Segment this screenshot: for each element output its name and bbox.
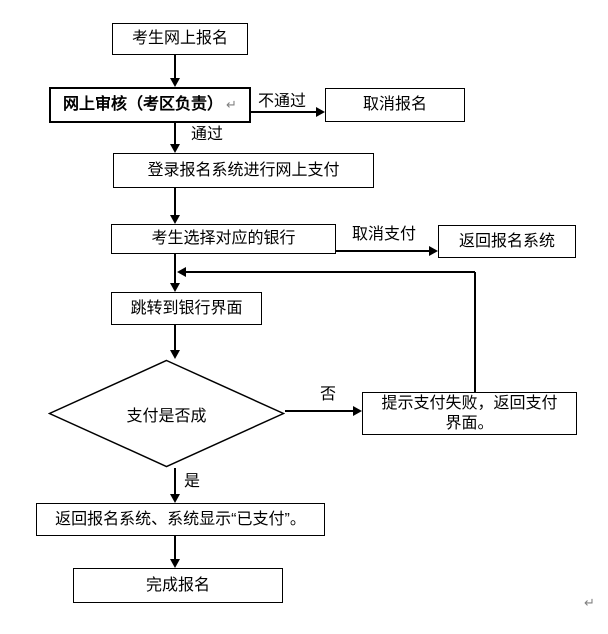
- edge-review-cancel-line: [251, 111, 316, 113]
- arrowhead-register-review: [169, 78, 180, 87]
- node-done-label: 完成报名: [145, 576, 210, 594]
- node-bank-page: 跳转到银行界面: [111, 292, 262, 325]
- node-login-pay-label: 登录报名系统进行网上支付: [147, 161, 340, 179]
- node-decision: 支付是否成: [47, 359, 286, 468]
- arrowhead-decision-paid: [169, 494, 180, 503]
- edge-choosebank-returnsystem-line: [336, 250, 429, 252]
- edge-label-no: 否: [320, 386, 337, 403]
- arrowhead-review-login: [169, 144, 180, 153]
- decision-diamond-shape: [47, 359, 286, 468]
- node-paid: 返回报名系统、系统显示“已支付”。: [36, 503, 325, 536]
- node-done: 完成报名: [73, 568, 283, 603]
- paragraph-return-mark-icon: ↵: [584, 595, 595, 610]
- arrowhead-review-cancel: [316, 107, 325, 117]
- edge-label-yes: 是: [184, 473, 201, 490]
- edge-paid-done-line: [174, 536, 176, 559]
- node-register: 考生网上报名: [112, 23, 248, 55]
- edge-label-pass: 通过: [191, 126, 224, 143]
- arrowhead-choosebank-bankpage: [169, 283, 180, 292]
- node-register-label: 考生网上报名: [131, 30, 228, 47]
- edge-decision-fail-line: [285, 410, 353, 412]
- arrowhead-decision-fail: [353, 406, 362, 416]
- node-bank-page-label: 跳转到银行界面: [130, 299, 243, 317]
- node-cancel-registration: 取消报名: [325, 88, 465, 122]
- node-choose-bank-label: 考生选择对应的银行: [151, 230, 296, 247]
- node-payment-failed: 提示支付失败，返回支付 界面。: [362, 392, 577, 435]
- node-review-label: 网上审核（考区负责）: [63, 96, 224, 113]
- node-payment-failed-line2: 界面。: [445, 414, 494, 432]
- edge-label-cancel-pay: 取消支付: [352, 226, 417, 243]
- node-paid-label: 返回报名系统、系统显示“已支付”。: [55, 510, 306, 528]
- node-return-system: 返回报名系统: [438, 225, 576, 258]
- edge-login-choosebank-line: [174, 188, 176, 215]
- node-login-pay: 登录报名系统进行网上支付: [113, 153, 374, 188]
- node-payment-failed-line1: 提示支付失败，返回支付: [381, 394, 558, 412]
- node-review: 网上审核（考区负责） ↵: [49, 87, 251, 123]
- edge-decision-paid-line: [174, 468, 176, 494]
- edge-review-login-line: [174, 123, 176, 144]
- return-mark-icon: ↵: [226, 97, 237, 112]
- node-cancel-label: 取消报名: [362, 96, 427, 113]
- arrowhead-paid-done: [169, 559, 180, 568]
- node-decision-label: 支付是否成: [126, 407, 207, 425]
- edge-fail-feedback-vline: [474, 272, 476, 392]
- edge-label-not-pass: 不通过: [258, 93, 307, 110]
- edge-choosebank-bankpage-line: [174, 254, 176, 283]
- arrowhead-fail-feedback: [177, 267, 186, 277]
- edge-register-review-line: [174, 55, 176, 78]
- edge-bankpage-decision-line: [174, 325, 176, 350]
- edge-fail-feedback-hline: [186, 271, 475, 273]
- arrowhead-login-choosebank: [169, 215, 180, 224]
- arrowhead-bankpage-decision: [169, 350, 180, 359]
- node-return-system-label: 返回报名系统: [458, 232, 555, 250]
- arrowhead-choosebank-returnsystem: [429, 246, 438, 256]
- node-choose-bank: 考生选择对应的银行: [111, 224, 336, 254]
